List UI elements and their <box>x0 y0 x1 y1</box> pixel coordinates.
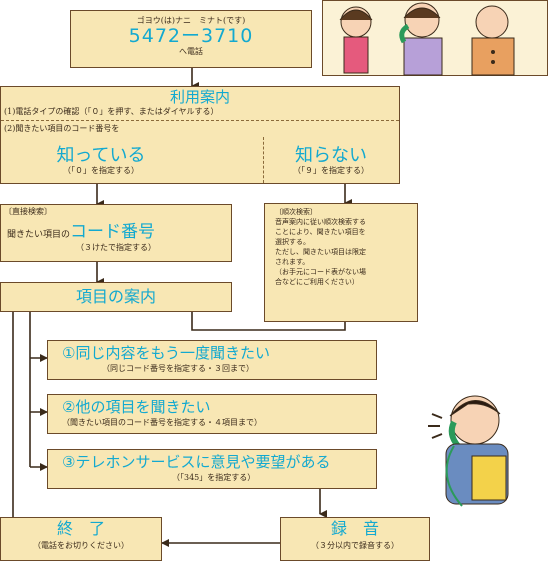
record-box: 録 音 （３分以内で録音する） <box>280 517 430 561</box>
option-box-3: ③テレホンサービスに意見や要望がある （「345」を指定する） <box>47 449 377 489</box>
service-step-2: (2)聞きたい項目のコード番号を <box>4 124 120 133</box>
option-title: ①同じ内容をもう一度聞きたい <box>62 344 270 362</box>
end-box: 終 了 （電話をお切りください） <box>0 517 162 561</box>
sequential-line: されます。 <box>275 258 310 266</box>
service-title: 利用案内 <box>169 88 230 106</box>
unknown-note: （「９」を指定する） <box>293 166 369 175</box>
item-guide-box: 項目の案内 <box>0 282 232 312</box>
direct-tag: 〔直接検索〕 <box>4 207 52 216</box>
direct-highlight: コード番号 <box>70 222 156 242</box>
phone-kana: ゴヨウ(は)ナニ ミナト(です) <box>136 16 246 25</box>
service-step-1: (1)電話タイプの確認（「０」を押す、またはダイヤルする） <box>4 107 219 116</box>
option-title: ③テレホンサービスに意見や要望がある <box>62 453 331 471</box>
option-note: （「345」を指定する） <box>172 473 256 482</box>
sequential-line: （お手元にコード表がない場 <box>275 268 366 276</box>
record-title: 録 音 <box>330 519 379 538</box>
boy-on-phone-illustration <box>428 395 509 507</box>
service-divider <box>1 120 399 121</box>
option-note: （聞きたい項目のコード番号を指定する・４項目まで） <box>62 418 262 427</box>
end-title: 終 了 <box>56 519 105 538</box>
phone-number: 5472ー3710 <box>128 25 254 47</box>
sequential-tag: 〔順次検索〕 <box>275 208 317 216</box>
sequential-line: ことにより、聞きたい項目を <box>275 228 366 236</box>
direct-search-box: 〔直接検索〕 聞きたい項目のコード番号 （３けたで指定する） <box>0 204 232 262</box>
unknown-title: 知らない <box>295 145 367 166</box>
service-guide-box: 利用案内 (1)電話タイプの確認（「０」を押す、またはダイヤルする） (2)聞き… <box>0 86 400 184</box>
know-divider <box>263 137 264 183</box>
sequential-line: 選択する。 <box>275 238 310 246</box>
item-guide-title: 項目の案内 <box>75 287 156 306</box>
option-box-2: ②他の項目を聞きたい （聞きたい項目のコード番号を指定する・４項目まで） <box>47 394 377 434</box>
option-note: （同じコード番号を指定する・３回まで） <box>102 364 254 373</box>
line-sequential-to-guide <box>191 312 346 331</box>
direct-note: （３けたで指定する） <box>76 243 156 252</box>
option-box-1: ①同じ内容をもう一度聞きたい （同じコード番号を指定する・３回まで） <box>47 340 377 380</box>
sequential-search-box: 〔順次検索〕 音声案内に従い順次検索する ことにより、聞きたい項目を 選択する。… <box>264 203 418 322</box>
sequential-line: 音声案内に従い順次検索する <box>275 218 366 226</box>
know-title: 知っている <box>56 145 146 166</box>
phone-number-box: ゴヨウ(は)ナニ ミナト(です) 5472ー3710 へ電話 <box>70 10 312 68</box>
direct-line: 聞きたい項目のコード番号 <box>1 217 231 242</box>
option-title: ②他の項目を聞きたい <box>62 398 211 416</box>
sequential-line: 合などにご利用ください） <box>275 278 359 286</box>
phone-suffix: へ電話 <box>179 47 203 56</box>
family-calling-illustration <box>322 0 548 76</box>
direct-lead: 聞きたい項目の <box>7 230 71 240</box>
record-note: （３分以内で録音する） <box>311 541 399 550</box>
know-note: （「０」を指定する） <box>63 166 139 175</box>
sequential-line: ただし、聞きたい項目は限定 <box>275 248 366 256</box>
end-note: （電話をお切りください） <box>33 541 129 550</box>
